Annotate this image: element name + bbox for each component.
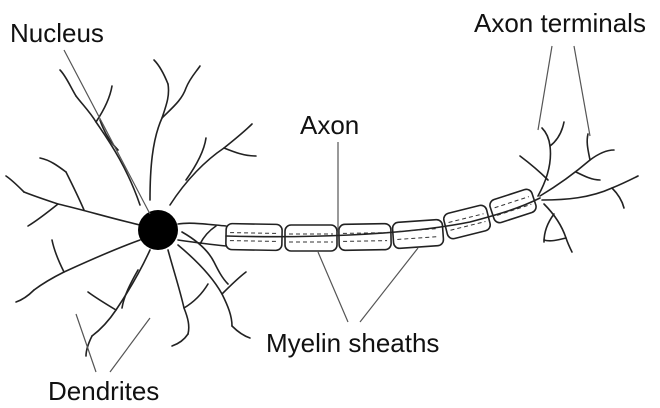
dendrite (222, 272, 246, 294)
dendrite (232, 326, 250, 338)
leader-myelin-right (360, 248, 418, 322)
myelin-segment (339, 224, 391, 251)
dendrite (182, 232, 228, 284)
dendrite (186, 138, 206, 180)
dendrite (154, 60, 168, 84)
myelin-sheaths (226, 188, 538, 251)
dendrite (28, 204, 58, 226)
myelin-segment (392, 219, 444, 248)
dendrite (184, 284, 208, 308)
dendrite (6, 176, 24, 192)
label-dendrites: Dendrites (48, 376, 159, 406)
terminal-branch (550, 122, 564, 146)
dendrite (150, 84, 169, 200)
label-nucleus: Nucleus (10, 18, 104, 48)
axon-terminal-branches (520, 122, 638, 252)
dendrite (16, 290, 34, 302)
dendrite (168, 250, 189, 334)
dendrite (60, 70, 76, 96)
terminal-branch (544, 204, 572, 252)
dendrite (66, 172, 84, 210)
dendrite (200, 226, 216, 244)
leader-dendrite-left (76, 314, 96, 372)
terminal-branch (576, 172, 600, 180)
dendrite (172, 334, 188, 346)
dendrite (24, 192, 140, 225)
dendrite (224, 148, 256, 156)
nucleus-dot (138, 210, 178, 250)
leader-dendrite-right (110, 318, 150, 372)
terminal-branch (542, 176, 638, 200)
leader-terminal-left (538, 46, 552, 130)
dendrite (34, 240, 140, 290)
myelin-segment (285, 225, 337, 251)
leader-nucleus (64, 50, 150, 214)
terminal-branch (538, 128, 551, 196)
dendrite (52, 240, 64, 272)
dendrite (40, 158, 66, 172)
cell-body (6, 60, 256, 356)
leader-myelin-left (318, 252, 348, 322)
dendrite (170, 124, 252, 205)
dendrite (88, 292, 116, 310)
dendrite (76, 96, 140, 205)
dendrite (92, 250, 150, 336)
terminal-branch (544, 238, 566, 241)
axon-hillock (178, 223, 226, 226)
label-axon: Axon (300, 110, 359, 140)
label-myelin-sheaths: Myelin sheaths (266, 328, 439, 358)
leader-terminal-right (574, 46, 590, 136)
leader-lines (64, 46, 590, 372)
terminal-branch (587, 134, 590, 160)
terminal-branch (544, 214, 554, 242)
myelin-segment (488, 188, 537, 224)
label-axon-terminals: Axon terminals (474, 8, 646, 38)
terminal-branch (612, 188, 624, 208)
terminal-branch (520, 156, 548, 180)
